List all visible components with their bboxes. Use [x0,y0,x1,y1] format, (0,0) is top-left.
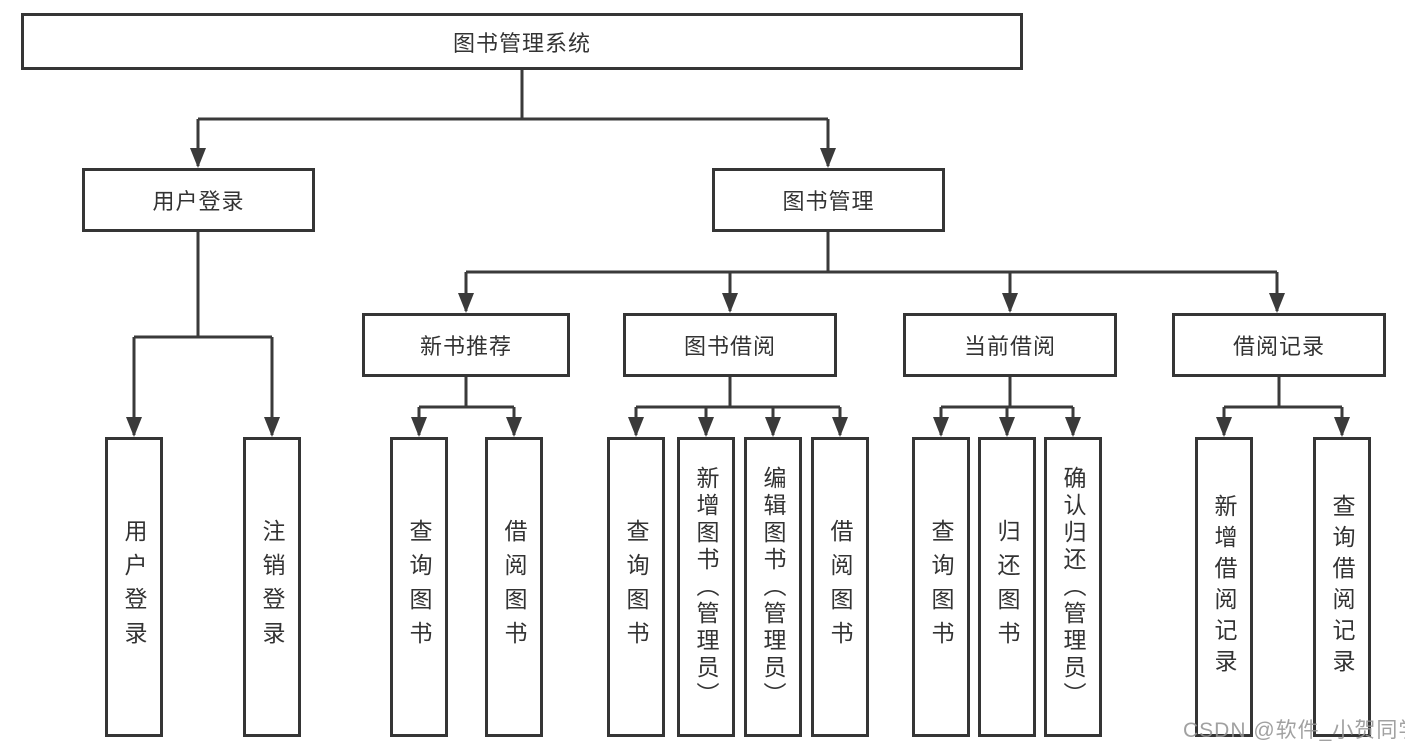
watermark-text: CSDN @软件_小贺同学 [1183,719,1405,742]
leaf-user-login-label: 用户登录 [121,519,147,655]
leaf-recommend-borrow-books: 借阅图书 [485,437,543,737]
node-user-login-label: 用户登录 [152,189,245,214]
leaf-logout: 注销登录 [243,437,301,737]
node-new-book-recommend: 新书推荐 [362,313,570,377]
node-root: 图书管理系统 [21,13,1023,70]
leaf-add-borrow-record: 新增借阅记录 [1195,437,1253,737]
node-book-borrow-label: 图书借阅 [683,334,776,359]
leaf-logout-label: 注销登录 [259,519,285,655]
leaf-current-query-books: 查询图书 [912,437,970,737]
leaf-query-borrow-record-label: 查询借阅记录 [1329,494,1355,680]
leaf-query-borrow-record: 查询借阅记录 [1313,437,1371,737]
leaf-edit-books-admin-label: 编辑图书（管理员） [760,465,786,709]
node-root-label: 图书管理系统 [452,30,591,56]
leaf-return-books-label: 归还图书 [994,519,1020,655]
leaf-add-books-admin-label: 新增图书（管理员） [693,465,719,709]
connector-strokes [132,70,1344,435]
node-book-management-label: 图书管理 [782,189,875,214]
leaf-recommend-query-books: 查询图书 [390,437,448,737]
leaf-edit-books-admin: 编辑图书（管理员） [744,437,802,737]
leaf-borrow-books: 借阅图书 [811,437,869,737]
leaf-borrow-books-label: 借阅图书 [827,519,853,655]
leaf-recommend-query-books-label: 查询图书 [406,519,432,655]
node-new-book-recommend-label: 新书推荐 [419,334,512,359]
leaf-return-books: 归还图书 [978,437,1036,737]
leaf-add-books-admin: 新增图书（管理员） [677,437,735,737]
node-borrow-records-label: 借阅记录 [1232,334,1325,359]
leaf-add-borrow-record-label: 新增借阅记录 [1211,494,1237,680]
node-book-management: 图书管理 [712,168,945,232]
leaf-confirm-return-admin-label: 确认归还（管理员） [1060,465,1086,709]
node-borrow-records: 借阅记录 [1172,313,1386,377]
arrowheads [126,148,1350,437]
leaf-confirm-return-admin: 确认归还（管理员） [1044,437,1102,737]
leaf-borrow-query-books-label: 查询图书 [623,519,649,655]
node-current-borrow-label: 当前借阅 [963,334,1056,359]
node-book-borrow: 图书借阅 [623,313,837,377]
leaf-borrow-query-books: 查询图书 [607,437,665,737]
node-current-borrow: 当前借阅 [903,313,1117,377]
leaf-recommend-borrow-books-label: 借阅图书 [501,519,527,655]
leaf-current-query-books-label: 查询图书 [928,519,954,655]
node-user-login: 用户登录 [82,168,315,232]
leaf-user-login: 用户登录 [105,437,163,737]
